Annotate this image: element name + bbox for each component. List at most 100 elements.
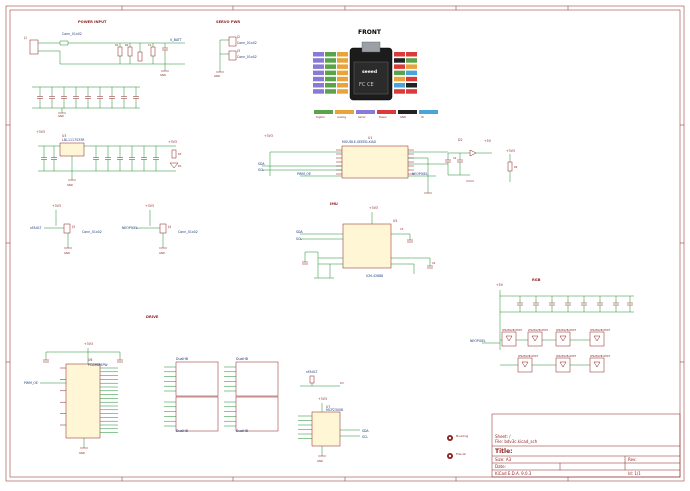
- ldo-block: +3V3 U3 LDL1117S33R GND +3V3 R3 D1: [36, 130, 182, 187]
- pin-label-pill: [337, 58, 348, 63]
- drive-u6: [65, 363, 101, 439]
- tb-kicad: KiCad E.D.A. 9.0.3: [495, 471, 532, 476]
- connector-j1: [29, 39, 39, 55]
- imu-u5: [342, 223, 392, 269]
- title-block: Sheet: / File: bdv3c.kicad_sch Title: Si…: [491, 413, 681, 478]
- pin-label-pill: [325, 89, 336, 94]
- pin-label-pill: [394, 58, 405, 63]
- pin-label-pill: [406, 83, 417, 88]
- led-part-label: WS2812B-0807: [590, 354, 610, 358]
- pin-label-pill: [394, 89, 405, 94]
- pin-label-pill: [406, 58, 417, 63]
- legend-swatch: [356, 110, 375, 114]
- ldo-part: LDL1117S33R: [62, 138, 85, 142]
- ldo-u3: [59, 142, 85, 157]
- section-title-servo-pwr: SERVO PWR: [216, 20, 240, 24]
- tb-size: Size: A3: [495, 457, 512, 462]
- svg-text:SCL: SCL: [258, 168, 264, 172]
- tb-rev: Rev:: [628, 457, 637, 462]
- svg-text:D1: D1: [178, 164, 182, 168]
- tb-file: File: bdv3c.kicad_sch: [495, 439, 538, 444]
- value-j1: Conn_01x02: [62, 32, 82, 36]
- tb-date: Date:: [495, 464, 506, 469]
- svg-text:GND: GND: [317, 459, 323, 463]
- svg-text:+3V3: +3V3: [52, 204, 61, 208]
- section-title-imu: IMU: [330, 202, 338, 206]
- svg-text:+3V3: +3V3: [36, 130, 45, 134]
- servo-pwr-block: J2 Conn_01x02 J3 Conn_01x02 GND: [214, 35, 257, 78]
- svg-text:PWM_OE: PWM_OE: [297, 172, 311, 176]
- svg-text:R2: R2: [125, 43, 129, 47]
- mcu-part: MOUDLE-SEEED-XIAO: [342, 140, 377, 144]
- led-part-label: WS2812B-0807: [590, 328, 610, 332]
- pin-label-pill: [337, 70, 348, 76]
- svg-text:Conn_01x02: Conn_01x02: [237, 41, 257, 45]
- pin-label-pill: [313, 70, 324, 76]
- tb-sheet: Sheet: /: [495, 434, 511, 439]
- svg-text:SCL: SCL: [296, 237, 302, 241]
- svg-text:U1: U1: [368, 136, 372, 140]
- pin-label-pill: [406, 76, 417, 82]
- svg-text:Conn_01x02: Conn_01x02: [178, 230, 198, 234]
- section-title-drive: DRIVE: [146, 315, 159, 319]
- pin-label-pill: [394, 83, 405, 88]
- pin-label-pill: [337, 64, 348, 69]
- pin-label-pill: [325, 83, 336, 88]
- svg-text:+3V3: +3V3: [145, 204, 154, 208]
- pin-label-pill: [394, 64, 405, 69]
- pin-label-pill: [394, 70, 405, 76]
- svg-text:Mounting: Mounting: [456, 434, 468, 438]
- svg-text:DualHB: DualHB: [236, 429, 248, 433]
- gate-part: MCP23008: [326, 408, 343, 412]
- svg-text:D3: D3: [340, 381, 344, 385]
- pin-label-pill: [337, 83, 348, 88]
- svg-text:+3V3: +3V3: [264, 134, 273, 138]
- svg-text:PWM_OE: PWM_OE: [24, 381, 38, 385]
- sheet-dualhb-2: [235, 361, 279, 397]
- svg-text:J2: J2: [236, 35, 240, 39]
- pin-label-pill: [394, 52, 405, 57]
- pin-label-pill: [313, 89, 324, 94]
- pin-label-pill: [325, 58, 336, 63]
- svg-text:D2: D2: [458, 138, 462, 142]
- svg-text:+3V3: +3V3: [84, 342, 93, 346]
- pin-label-pill: [313, 52, 324, 57]
- pin-label-pill: [313, 83, 324, 88]
- svg-text:SDA: SDA: [258, 162, 265, 166]
- legend-swatch: [335, 110, 354, 114]
- legend-label: Serial: [358, 115, 366, 119]
- svg-text:GND: GND: [58, 114, 64, 118]
- svg-text:DualHB: DualHB: [236, 357, 248, 361]
- legend-swatch: [377, 110, 396, 114]
- svg-text:nFAULT: nFAULT: [30, 226, 41, 230]
- svg-text:+3V3: +3V3: [369, 206, 378, 210]
- svg-text:NEOPIXEL: NEOPIXEL: [412, 172, 428, 176]
- tb-id: Id: 1/1: [628, 471, 641, 476]
- svg-text:U7: U7: [326, 405, 330, 409]
- fc-ce-marks: FC CE: [359, 82, 374, 88]
- connector-j3-block: +3V3 J3 Conn_01x02 nFAULT GND: [30, 204, 102, 255]
- led-part-label: WS2812B-0807: [556, 328, 576, 332]
- svg-text:Conn_01x02: Conn_01x02: [82, 230, 102, 234]
- svg-text:C1: C1: [148, 43, 152, 47]
- svg-text:NEOPIXEL: NEOPIXEL: [470, 339, 486, 343]
- pin-label-pill: [325, 64, 336, 69]
- svg-text:J4: J4: [167, 225, 171, 229]
- svg-text:R1: R1: [115, 43, 119, 47]
- svg-text:J3: J3: [236, 49, 240, 53]
- svg-text:NEOPIXEL: NEOPIXEL: [122, 226, 138, 230]
- pin-label-pill: [337, 89, 348, 94]
- pin-label-pill: [325, 52, 336, 57]
- svg-text:U6: U6: [88, 358, 92, 362]
- zone-ticks: [6, 6, 684, 481]
- ref-j1: J1: [23, 36, 27, 40]
- mounting-hole: Mounting: [447, 434, 468, 441]
- section-title-rgb: RGB: [532, 278, 541, 282]
- sheet-dualhb-3: [175, 396, 219, 432]
- legend-label: Analog: [337, 115, 346, 119]
- legend-label: IO: [421, 115, 424, 119]
- pin-label-pill: [325, 76, 336, 82]
- svg-text:+3V3: +3V3: [318, 397, 327, 401]
- pin-label-pill: [313, 64, 324, 69]
